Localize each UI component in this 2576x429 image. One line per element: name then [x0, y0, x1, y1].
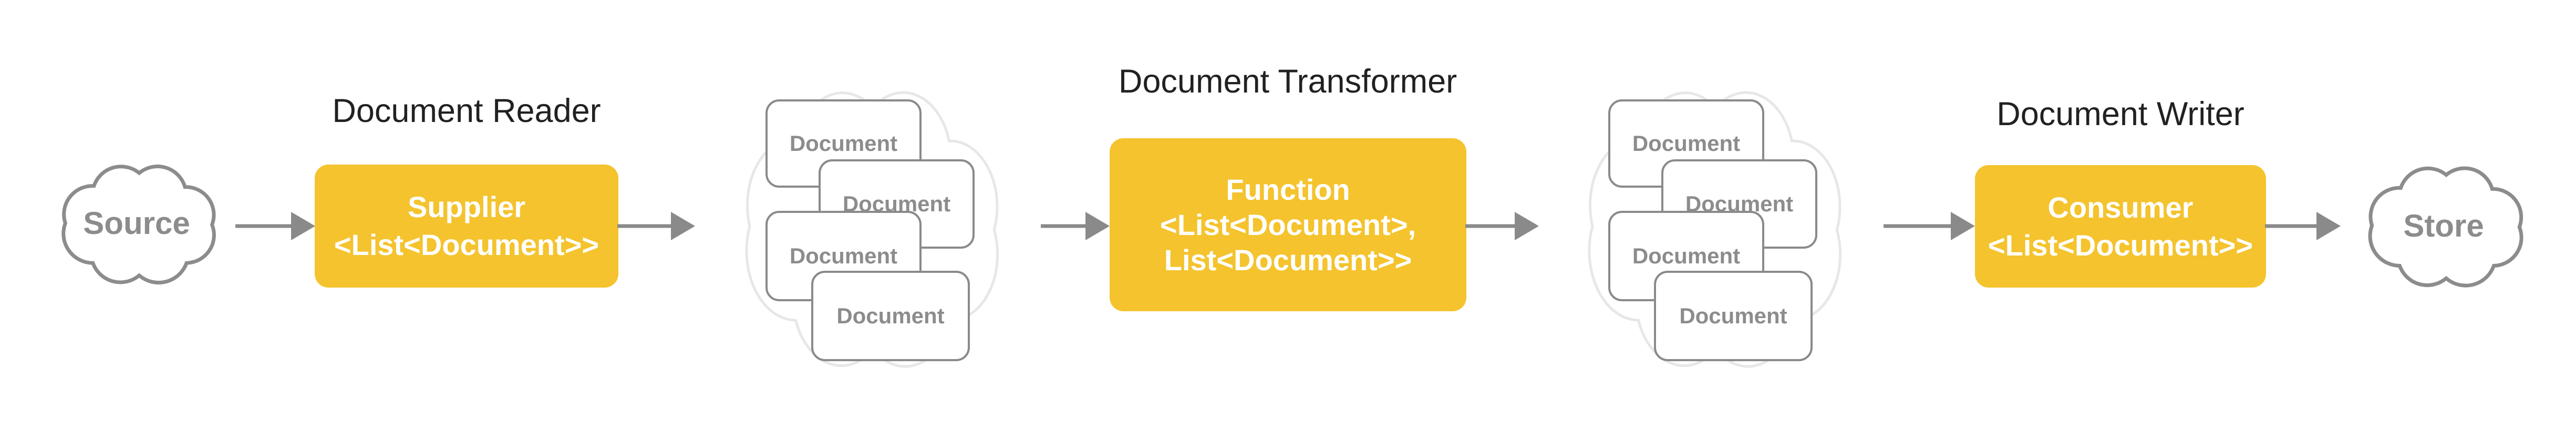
source-cloud-label: Source — [83, 206, 190, 241]
document-card-label: Document — [836, 303, 945, 328]
arrow-documents-to-transformer — [1041, 212, 1110, 240]
document-card: Document — [811, 271, 970, 361]
function-box-line2: <List<Document>, — [1160, 208, 1416, 241]
arrow-documents-to-writer — [1884, 212, 1975, 240]
transformer-title: Document Transformer — [1118, 63, 1457, 100]
document-card-label: Document — [789, 131, 898, 156]
document-card-label: Document — [1632, 131, 1741, 156]
writer-title: Document Writer — [1996, 96, 2244, 132]
cloud-shape-icon — [33, 143, 241, 303]
function-box-line3: List<Document>> — [1164, 243, 1412, 277]
function-box-line1: Function — [1226, 173, 1350, 206]
supplier-box: Supplier <List<Document>> — [315, 165, 618, 288]
arrow-source-to-reader — [235, 212, 315, 240]
store-cloud-label: Store — [2403, 208, 2484, 243]
document-card: Document — [1654, 271, 1813, 361]
source-cloud: Source — [33, 143, 241, 303]
documents-cloud-1: Document Document Document Document — [695, 37, 1042, 415]
supplier-box-line2: <List<Document>> — [334, 228, 599, 261]
document-card-label: Document — [1632, 243, 1741, 268]
arrow-reader-to-documents — [617, 212, 695, 240]
arrow-transformer-to-documents — [1465, 212, 1539, 240]
documents-cloud-2: Document Document Document Document — [1538, 37, 1885, 415]
consumer-box-line2: <List<Document>> — [1988, 228, 2253, 262]
consumer-box-line1: Consumer — [2047, 190, 2194, 224]
document-card-label: Document — [789, 243, 898, 268]
store-cloud: Store — [2339, 145, 2548, 307]
arrow-writer-to-store — [2265, 212, 2341, 240]
function-box: Function <List<Document>, List<Document>… — [1110, 138, 1466, 311]
cloud-shape-icon — [2339, 145, 2548, 307]
reader-title: Document Reader — [332, 93, 601, 129]
document-card-label: Document — [1679, 303, 1787, 328]
supplier-box-line1: Supplier — [407, 190, 526, 223]
consumer-box: Consumer <List<Document>> — [1975, 165, 2266, 288]
